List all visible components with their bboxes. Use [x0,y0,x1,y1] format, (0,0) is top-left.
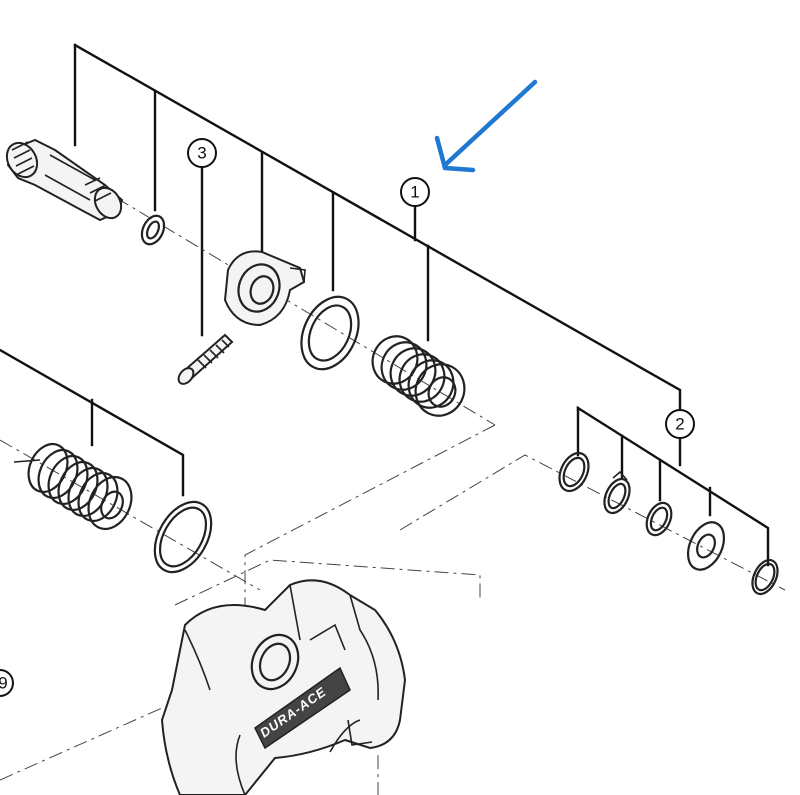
coil-spring-lower-part [13,442,133,530]
leader-tree-2 [576,405,770,567]
callout-1-label: 1 [410,183,419,202]
callout-2-label: 2 [675,415,684,434]
callout-partial-label: 9 [0,674,8,693]
large-washer-part [300,295,360,371]
snap-ring-part [603,470,631,515]
blue-arrow-icon [434,79,538,173]
large-ring-part [153,500,213,574]
callout-partial: 9 [0,669,14,697]
callout-2: 2 [665,409,695,439]
leader-tree-left [0,348,185,497]
medium-washer-part [686,521,726,571]
callout-1: 1 [400,177,430,207]
leader-tree-1 [73,43,682,412]
adjustment-screw-part [177,333,234,385]
callout-3: 3 [187,138,217,168]
small-washer-part [140,214,166,246]
derailleur-body-part: DURA-ACE [160,579,407,795]
callout-3-label: 3 [197,144,206,163]
o-ring-part [751,558,779,596]
axle-bolt-part [5,138,124,222]
small-washer-a-part [558,451,590,493]
coil-spring-upper-part [371,335,466,417]
stop-plate-part [223,250,306,327]
small-washer-b-part [645,501,673,537]
